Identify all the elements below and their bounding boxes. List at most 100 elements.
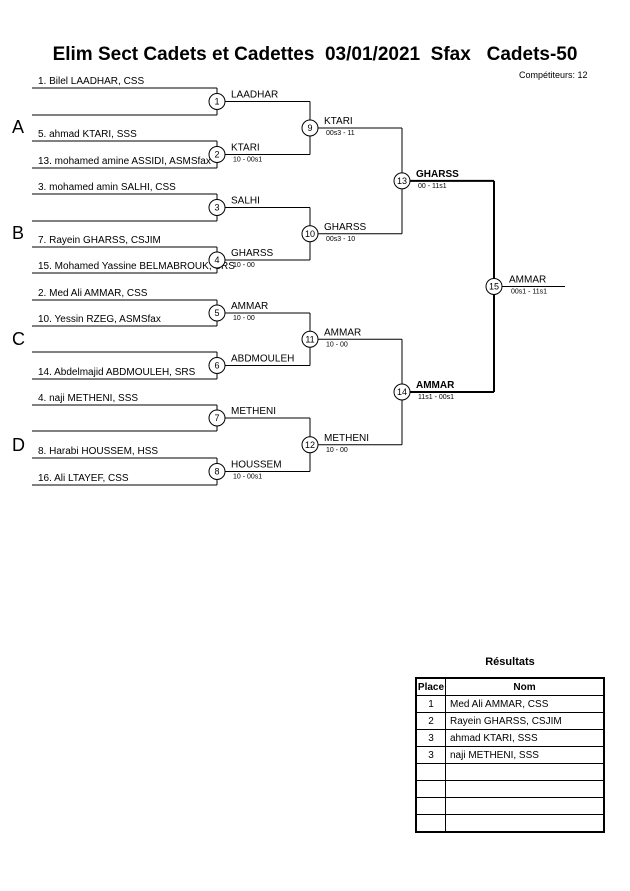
match-score: 10 - 00s1 [233,474,262,481]
match-number: 14 [397,387,407,397]
match-score: 10 - 00 [326,447,348,454]
match-score: 00s1 - 11s1 [511,288,547,295]
match-score: 10 - 00 [326,341,348,348]
match-score: 00s3 - 10 [326,236,355,243]
match-number: 11 [305,334,314,344]
results-title: Résultats [485,656,535,668]
name-cell [445,780,605,798]
competitors-count: Compétiteurs: 12 [519,70,588,80]
match-number: 2 [214,150,219,160]
match-winner: AMMAR [324,327,361,338]
table-row [415,780,605,798]
match-number: 8 [214,467,219,477]
entrant-name: 3. mohamed amin SALHI, CSS [38,182,176,193]
match-number: 1 [214,97,219,107]
page-title: Elim Sect Cadets et Cadettes 03/01/2021 … [52,44,578,65]
table-row [415,763,605,781]
match-number: 12 [305,440,315,450]
match-number: 3 [214,203,219,213]
name-cell [445,797,605,815]
place-cell [415,763,446,781]
match-number: 4 [214,255,219,265]
place-cell: 3 [415,729,446,747]
entrant-name: 14. Abdelmajid ABDMOULEH, SRS [38,367,196,378]
name-cell [445,763,605,781]
match-number-circle [208,463,226,480]
pool-letter: A [12,117,24,137]
match-winner: HOUSSEM [231,460,282,471]
name-cell [445,814,605,833]
name-cell: ahmad KTARI, SSS [445,729,605,747]
match-number-circle [208,146,226,163]
match-number-circle [393,172,411,190]
place-cell [415,797,446,815]
name-cell: Rayein GHARSS, CSJIM [445,712,605,730]
place-cell [415,814,446,833]
match-winner: SALHI [231,196,260,207]
match-winner: GHARSS [324,222,367,233]
match-number: 7 [214,413,219,423]
pool-letter: C [12,329,25,349]
entrant-name: 7. Rayein GHARSS, CSJIM [38,235,161,246]
match-score: 00s3 - 11 [326,130,355,137]
match-winner: METHENI [231,406,276,417]
match-number-circle [208,251,226,269]
place-cell: 3 [415,746,446,764]
entrant-name: 4. naji METHENI, SSS [38,393,138,404]
match-score: 00 - 11s1 [418,183,447,190]
pool-letter: B [12,223,24,243]
name-cell: naji METHENI, SSS [445,746,605,764]
place-cell: 1 [415,695,446,713]
results-header-row: Place Nom [415,677,605,696]
match-winner: KTARI [324,116,353,127]
match-number-circle [301,119,319,137]
place-cell: 2 [415,712,446,730]
match-winner: GHARSS [416,169,459,180]
match-winner: GHARSS [231,248,274,259]
match-number-circle [208,93,226,110]
match-winner: AMMAR [416,380,455,391]
match-number-circle [208,304,226,322]
match-score: 11s1 - 00s1 [418,394,454,401]
match-winner: AMMAR [231,301,268,312]
match-number: 5 [214,308,219,318]
match-score: 10 - 00 [233,262,255,269]
entrant-name: 16. Ali LTAYEF, CSS [38,473,129,484]
match-number-circle [393,383,411,401]
match-number: 9 [307,123,312,133]
match-number: 10 [305,229,315,239]
match-number-circle [485,277,503,295]
place-cell [415,780,446,798]
entrant-name: 1. Bilel LAADHAR, CSS [38,76,144,87]
match-number-circle [208,199,226,216]
name-cell: Med Ali AMMAR, CSS [445,695,605,713]
match-score: 10 - 00s1 [233,157,262,164]
match-number: 15 [489,281,499,291]
table-row [415,814,605,833]
match-number-circle [208,409,226,427]
match-winner: ABDMOULEH [231,354,294,365]
match-number: 6 [214,361,219,371]
entrant-name: 13. mohamed amine ASSIDI, ASMSfax [38,156,211,167]
match-score: 10 - 00 [233,315,255,322]
match-winner: METHENI [324,433,369,444]
entrant-name: 15. Mohamed Yassine BELMABROUK, SRS [38,261,235,272]
table-row [415,797,605,815]
entrant-name: 2. Med Ali AMMAR, CSS [38,288,148,299]
match-number-circle [301,330,319,348]
match-winner: LAADHAR [231,90,278,101]
entrant-name: 10. Yessin RZEG, ASMSfax [38,314,161,325]
match-number-circle [301,436,319,454]
final-winner: AMMAR [509,274,546,285]
match-number-circle [301,225,319,243]
match-winner: KTARI [231,143,260,154]
match-number-circle [208,357,226,374]
match-number: 13 [397,176,407,186]
entrant-name: 8. Harabi HOUSSEM, HSS [38,446,158,457]
